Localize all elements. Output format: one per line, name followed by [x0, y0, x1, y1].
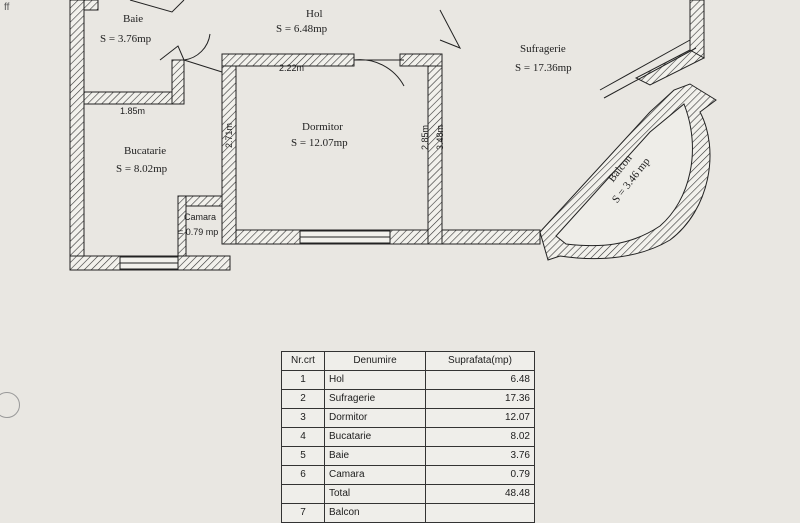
row-area: 12.07 [425, 408, 535, 428]
table-row: 3 Dormitor 12.07 [281, 408, 535, 428]
table-row: 1 Hol 6.48 [281, 370, 535, 390]
row-nr: 6 [281, 465, 325, 485]
dim-dormitor-left: 2.71m [224, 123, 234, 148]
door-hol-sufragerie [439, 9, 462, 49]
wall-dormitor-top-right [399, 53, 443, 67]
label-hol-area: S = 6.48mp [276, 23, 328, 35]
row-area: 8.02 [425, 427, 535, 447]
row-name: Sufragerie [324, 389, 426, 409]
punch-hole [0, 392, 20, 418]
row-name: Baie [324, 446, 426, 466]
label-camara-area: = 0.79 mp [178, 227, 218, 237]
header-name: Denumire [324, 351, 426, 371]
row-area: 0.79 [425, 465, 535, 485]
table-row: 5 Baie 3.76 [281, 446, 535, 466]
label-hol-name: Hol [306, 8, 323, 20]
dim-sufragerie-height: 3.48m [435, 125, 445, 150]
label-baie-name: Baie [123, 13, 143, 25]
wall-baie-bottom [83, 91, 185, 105]
wall-camara-left [177, 195, 187, 257]
floor-plan: Baie S = 3.76mp Hol S = 6.48mp Sufrageri… [69, 0, 717, 271]
label-dormitor-area: S = 12.07mp [291, 137, 348, 149]
label-camara-name: Camara [184, 212, 216, 222]
row-nr: 4 [281, 427, 325, 447]
door-hol-baie [183, 33, 223, 73]
wall-top-right [689, 0, 705, 59]
row-name: Camara [324, 465, 426, 485]
windows [119, 230, 391, 270]
area-table: Nr.crt Denumire Suprafata(mp) 1 Hol 6.48… [281, 351, 535, 523]
total-nr-empty [281, 484, 325, 504]
area-table-header: Nr.crt Denumire Suprafata(mp) [281, 351, 535, 371]
label-sufragerie-area: S = 17.36mp [515, 62, 572, 74]
table-row: 6 Camara 0.79 [281, 465, 535, 485]
door-hol-dormitor [353, 59, 405, 87]
door-top-left [129, 0, 185, 13]
label-bucatarie-area: S = 8.02mp [116, 163, 168, 175]
balcony [539, 39, 717, 261]
balcony-floor [555, 103, 693, 247]
wall-baie-right [171, 59, 185, 105]
row-name: Dormitor [324, 408, 426, 428]
row-area: 3.76 [425, 446, 535, 466]
dim-hol-width: 2.22m [279, 63, 304, 73]
table-row: 4 Bucatarie 8.02 [281, 427, 535, 447]
wall-left [69, 0, 85, 271]
table-row: 2 Sufragerie 17.36 [281, 389, 535, 409]
door-swings [129, 0, 462, 87]
label-dormitor-name: Dormitor [302, 121, 343, 133]
corner-mark: ff [4, 2, 10, 13]
header-nr: Nr.crt [281, 351, 325, 371]
wall-diagonal-right [634, 49, 706, 86]
row-name: Hol [324, 370, 426, 390]
dim-baie-width: 1.85m [120, 106, 145, 116]
row-area: 6.48 [425, 370, 535, 390]
total-label: Total [324, 484, 426, 504]
label-sufragerie-name: Sufragerie [520, 43, 566, 55]
label-baie-area: S = 3.76mp [100, 33, 152, 45]
total-value: 48.48 [425, 484, 535, 504]
header-area: Suprafata(mp) [425, 351, 535, 371]
row-area: 17.36 [425, 389, 535, 409]
row-name: Bucatarie [324, 427, 426, 447]
row-nr: 2 [281, 389, 325, 409]
row-nr: 3 [281, 408, 325, 428]
dim-dormitor-right: 2.85m [420, 125, 430, 150]
total-row: Total 48.48 [281, 484, 535, 504]
wall-top-baie [83, 0, 99, 11]
dimension-labels: 2.22m 1.85m 2.71m 2.85m 3.48m [120, 63, 445, 150]
door-bucatarie [159, 45, 185, 61]
label-bucatarie-name: Bucatarie [124, 145, 166, 157]
row-nr: 5 [281, 446, 325, 466]
wall-dormitor-left [221, 53, 237, 245]
row-nr: 1 [281, 370, 325, 390]
